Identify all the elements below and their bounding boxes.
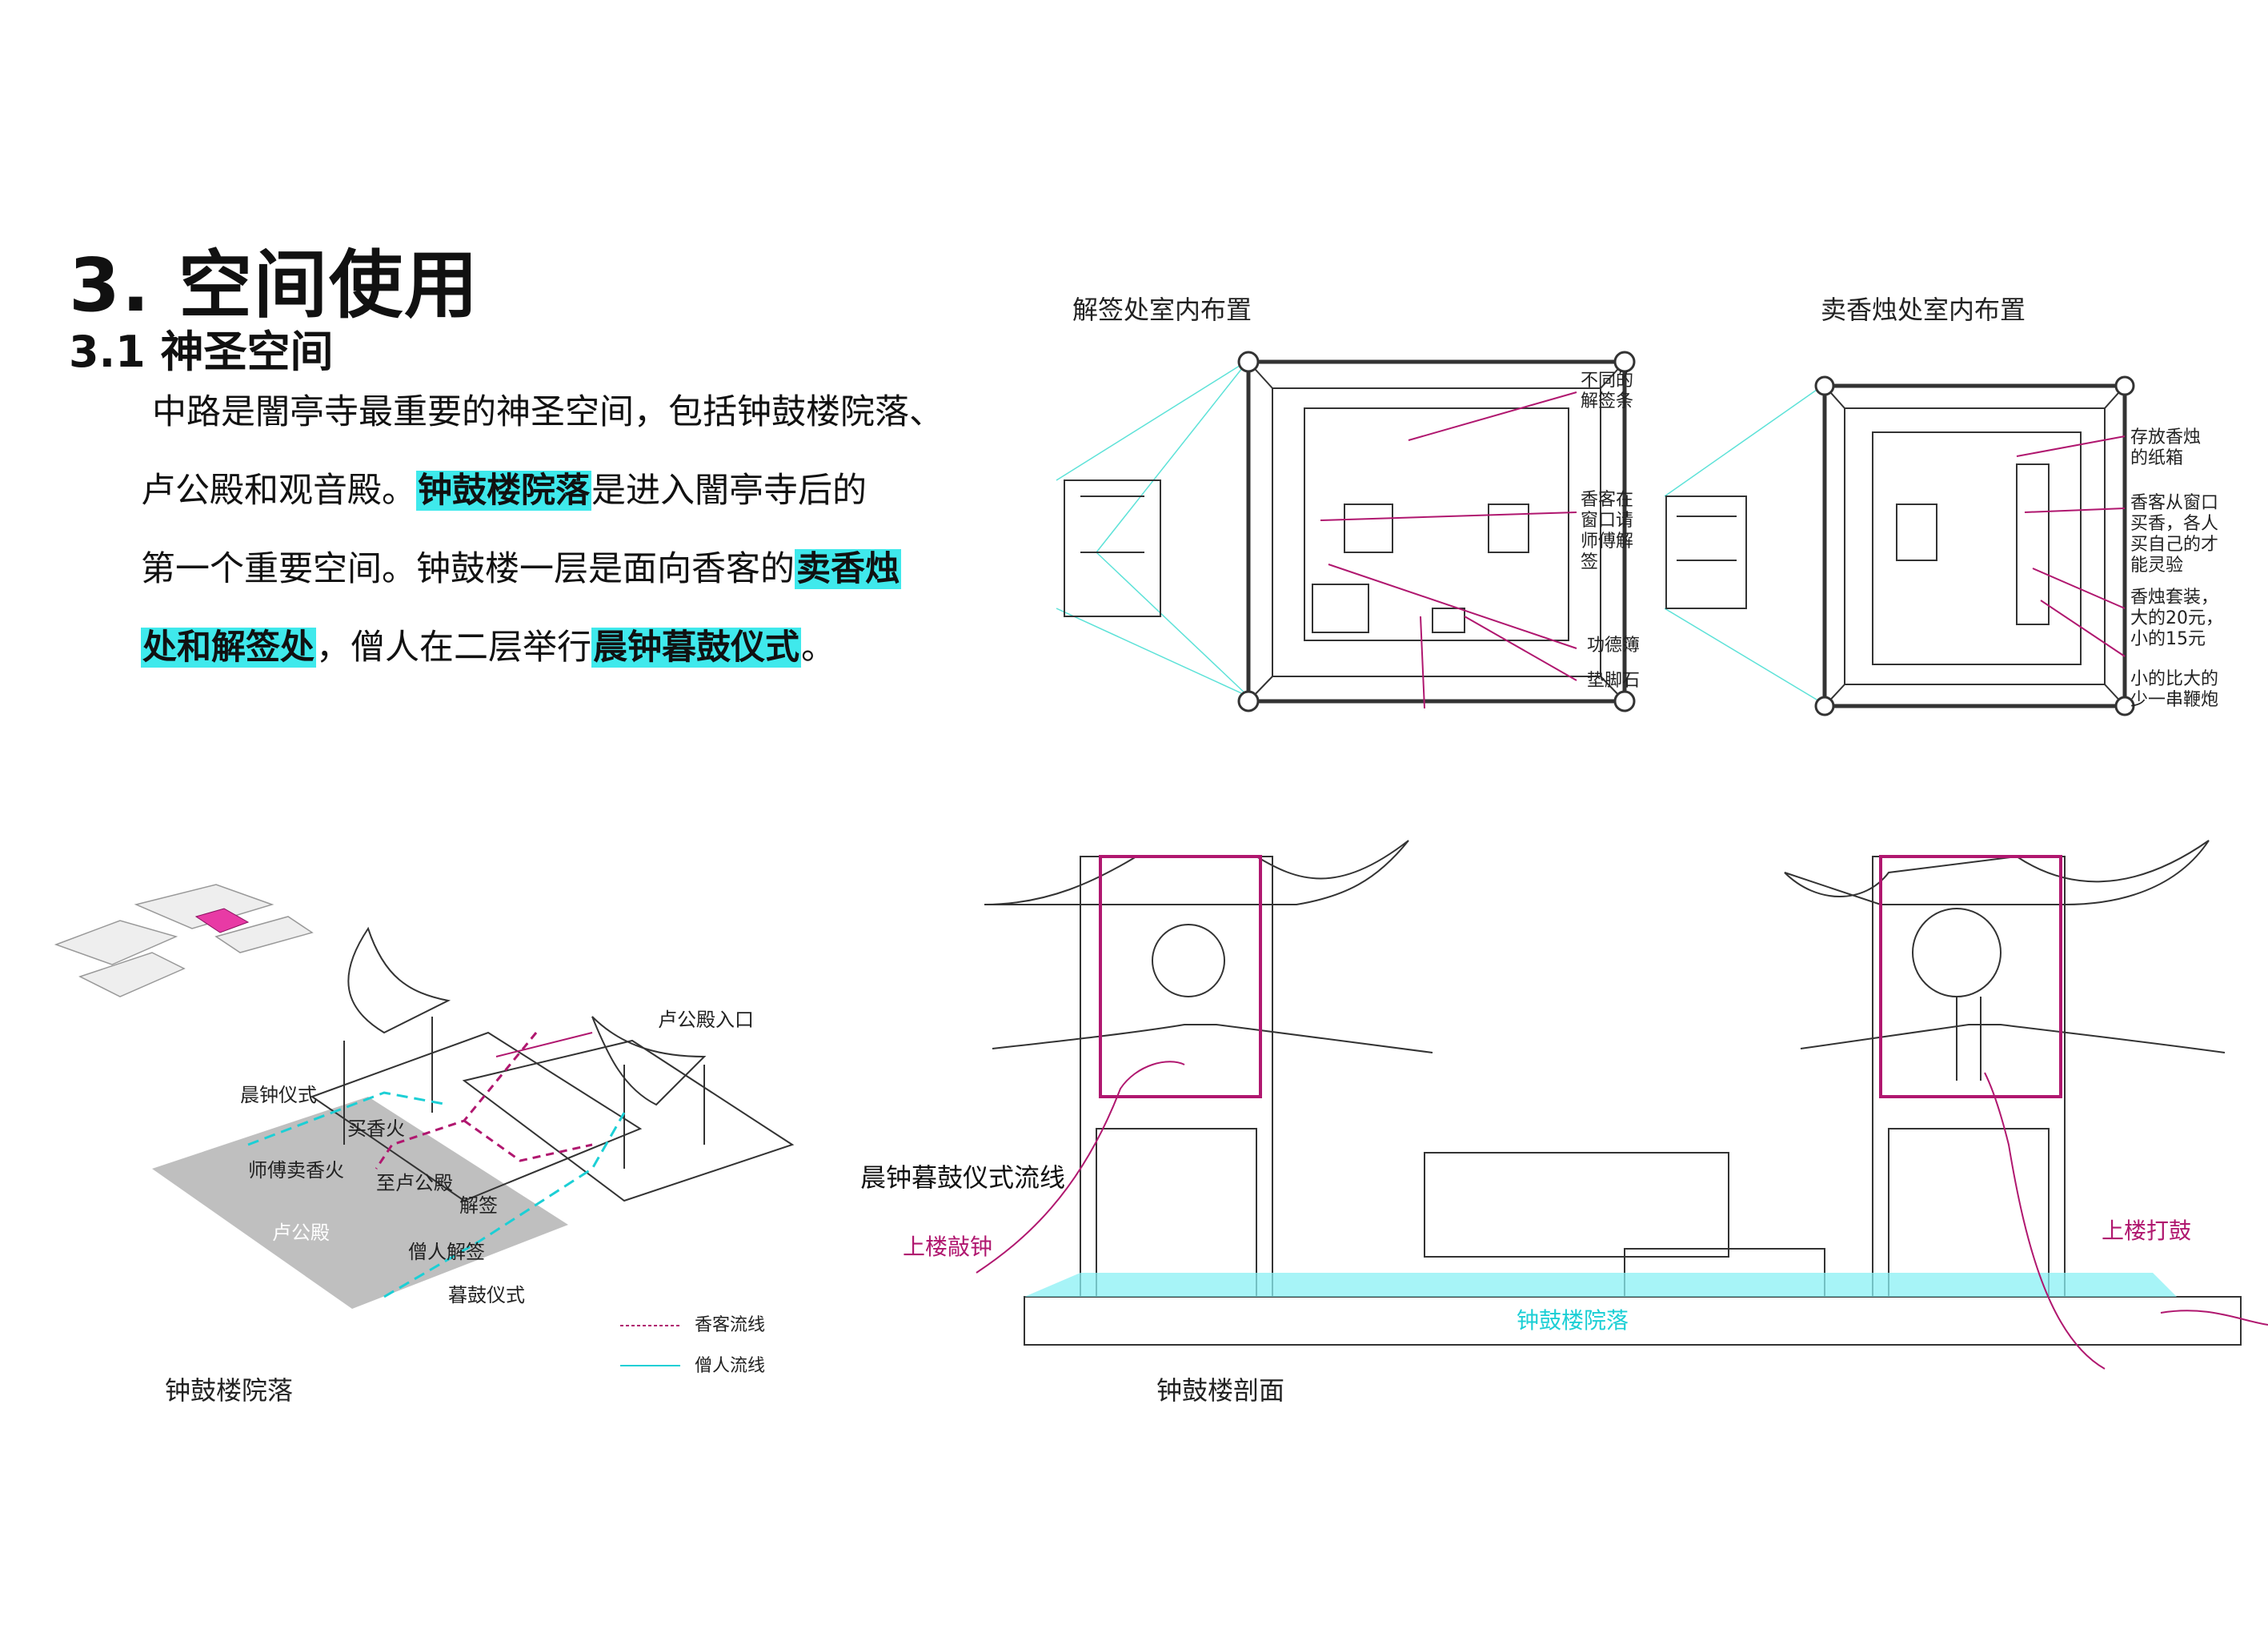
intro-line-3: 第一个重要空间。钟鼓楼一层是面向香客的卖香烛: [141, 549, 901, 589]
legend-monk: 僧人流线: [695, 1356, 766, 1376]
label-courtyard: 钟鼓楼院落: [1517, 1307, 1629, 1334]
label-buy-incense-axon: 买香火: [347, 1117, 405, 1140]
section-subtitle: 3.1 神圣空间: [69, 327, 334, 377]
legend-visitor: 香客流线: [695, 1315, 766, 1335]
label-jieqian-slips: 不同的 解签条: [1581, 371, 1634, 411]
interior-left-drawing: [1056, 351, 1636, 712]
highlight-incense: 卖香烛: [795, 549, 901, 589]
legend-lines: [620, 1325, 680, 1366]
section-caption: 钟鼓楼剖面: [1156, 1375, 1285, 1406]
label-hall-ground: 卢公殿: [272, 1222, 330, 1244]
label-monk-jieqian: 僧人解签: [408, 1241, 485, 1263]
label-incense-sets: 香烛套装， 大的20元， 小的15元: [2130, 588, 2223, 649]
bell-drum-section: [976, 840, 2268, 1370]
axon-caption: 钟鼓楼院落: [165, 1375, 294, 1406]
label-hall-entrance: 卢公殿入口: [658, 1009, 754, 1031]
label-small-vs-big: 小的比大的 少一串鞭炮: [2130, 669, 2219, 710]
label-visitor-window: 香客在 窗口请 师傅解 签: [1581, 490, 1634, 572]
label-candle-boxes: 存放香烛 的纸箱: [2130, 427, 2202, 468]
label-stepping-stone: 垫脚石: [1587, 671, 1641, 691]
label-jieqian-axon: 解签: [459, 1194, 498, 1217]
label-to-hall: 至卢公殿: [376, 1172, 453, 1194]
site-model-thumbnail: [54, 884, 314, 997]
label-morning-bell: 晨钟仪式: [240, 1084, 317, 1106]
interior-right-title: 卖香烛处室内布置: [1821, 295, 2026, 325]
label-evening-drum: 暮鼓仪式: [448, 1284, 525, 1306]
label-merit-book: 功德簿: [1587, 636, 1641, 656]
highlight-courtyard: 钟鼓楼院落: [416, 471, 591, 511]
intro-line-4: 处和解签处，僧人在二层举行晨钟暮鼓仪式。: [141, 628, 835, 668]
interior-left-title: 解签处室内布置: [1072, 295, 1252, 325]
label-drum-up: 上楼打鼓: [2102, 1218, 2192, 1244]
page-title: 3. 空间使用: [69, 243, 479, 328]
label-buy-incense: 香客从窗口 买香，各人 买自己的才 能灵验: [2130, 493, 2219, 576]
axonometric-courtyard: [152, 926, 795, 1309]
label-bell-up: 上楼敲钟: [903, 1234, 993, 1260]
interior-right-drawing: [1664, 375, 2135, 716]
intro-line-1: 中路是闇亭寺最重要的神圣空间，包括钟鼓楼院落、: [152, 392, 944, 432]
highlight-jieqian: 处和解签处: [141, 628, 316, 668]
ritual-flow-label: 晨钟暮鼓仪式流线: [860, 1162, 1066, 1193]
label-monk-sells: 师傅卖香火: [248, 1159, 344, 1182]
highlight-ritual: 晨钟暮鼓仪式: [591, 628, 801, 668]
intro-line-2: 卢公殿和观音殿。钟鼓楼院落是进入闇亭寺后的: [141, 471, 867, 511]
